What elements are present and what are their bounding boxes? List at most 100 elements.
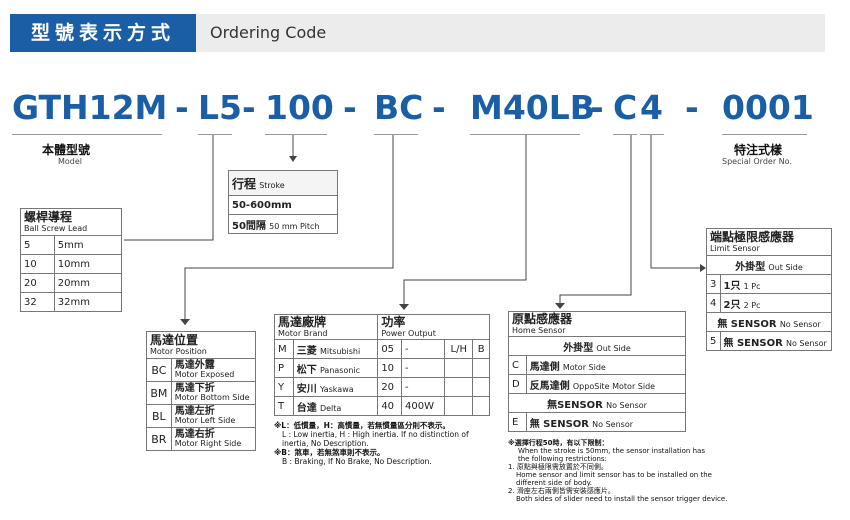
home-desc-en: No Sensor	[592, 419, 634, 429]
limit-code: 4	[706, 293, 721, 313]
motor-brand: 台達 Delta	[292, 396, 379, 416]
motor-note-line: ※L：低慣量，H：高慣量，若無慣量區分則不表示。	[274, 421, 450, 430]
lead-underline	[198, 134, 232, 135]
model-label-cn: 本體型號	[42, 143, 91, 157]
limit-none-en: No Sensor	[779, 319, 821, 329]
position-title-en: Motor Position	[150, 346, 207, 356]
home-note-line: the following restrictions:	[518, 455, 607, 463]
home-desc: 無 SENSOR No Sensor	[525, 412, 687, 432]
home-code: D	[508, 374, 527, 394]
motor-brake	[472, 377, 490, 397]
position-desc-cn: 馬達右折	[174, 429, 215, 440]
special-label-en: Special Order No.	[722, 157, 792, 166]
limit-desc-en: 2 Pc	[743, 300, 761, 310]
motor-brand-en-cell: Yaskawa	[319, 384, 354, 394]
stroke-table-title: 行程 Stroke	[228, 170, 338, 196]
motor-code: M	[274, 339, 294, 359]
code-stroke: 100	[265, 88, 334, 127]
code-lead: L5	[198, 88, 242, 127]
motor-unit: -	[400, 339, 446, 359]
motor-unit: -	[400, 358, 446, 378]
motor-code: P	[274, 358, 294, 378]
home-note-line: Both sides of slider need to install the…	[516, 495, 728, 503]
limit-sub-cn: 外掛型	[735, 261, 766, 273]
motor-note-line: B : Braking, If No Brake, No Description…	[282, 457, 432, 466]
position-table-title: 馬達位置 Motor Position	[146, 331, 256, 359]
limit-desc-cn: 1只	[723, 280, 741, 292]
motor-brand: 安川 Yaskawa	[292, 377, 379, 397]
limit-desc-cn: 無 SENSOR	[723, 337, 783, 349]
home-note-line: different side of body.	[516, 479, 593, 487]
special-label-cn: 特注式樣	[734, 143, 783, 157]
motor-unit: -	[400, 377, 446, 397]
position-desc-en: Motor Exposed	[174, 370, 235, 379]
motor-underline	[470, 134, 580, 135]
motor-note-line: L : Low inertia, H : High inertia. If no…	[282, 430, 469, 439]
lead-title-cn: 螺桿導程	[24, 209, 73, 224]
home-none-en: No Sensor	[606, 400, 647, 410]
home-code: C	[508, 355, 527, 375]
home-title-cn: 原點感應器	[512, 311, 573, 326]
code-dash-4: -	[432, 88, 446, 127]
position-underline	[374, 134, 418, 135]
motor-code: T	[274, 396, 294, 416]
motor-brand: 松下 Panasonic	[292, 358, 379, 378]
motor-brand-cn: 馬達廠牌	[278, 314, 327, 329]
motor-note-line: ※B：煞車，若無煞車則不表示。	[274, 448, 385, 457]
code-motor: M40LB	[470, 88, 595, 127]
motor-inertia	[444, 396, 474, 416]
code-special: 0001	[722, 88, 814, 127]
home-code: E	[508, 412, 527, 432]
home-desc: 反馬達側 OppoSite Motor Side	[525, 374, 687, 394]
position-desc-en: Motor Right Side	[174, 439, 242, 448]
motor-power: 40	[377, 396, 402, 416]
motor-brand-cn-cell: 三菱	[296, 345, 317, 357]
motor-brand-en-cell: Delta	[319, 403, 342, 413]
motor-brand-cn-cell: 松下	[296, 364, 317, 376]
limit-table-title: 端點極限感應器 Limit Sensor	[706, 228, 832, 256]
position-title-cn: 馬達位置	[150, 332, 199, 347]
home-note-line: When the stroke is 50mm, the sensor inst…	[518, 447, 705, 455]
motor-inertia	[444, 358, 474, 378]
stroke-pitch-cn: 50間隔	[232, 220, 266, 232]
header-title-en: Ordering Code	[210, 23, 327, 42]
home-desc-cn: 反馬達側	[529, 380, 570, 392]
home-note-line: Home sensor and limit sensor has to be i…	[516, 471, 712, 479]
limit-code: 3	[706, 274, 721, 294]
motor-brand-cn-cell: 台達	[296, 402, 317, 414]
home-desc-en: Motor Side	[562, 362, 606, 372]
home-desc-en: OppoSite Motor Side	[572, 381, 656, 391]
code-model: GTH12M	[12, 88, 168, 127]
lead-value: 32mm	[53, 292, 123, 312]
lead-code: 10	[20, 254, 55, 274]
motor-power: 05	[377, 339, 402, 359]
motor-brake	[472, 396, 490, 416]
code-home: C	[613, 88, 638, 127]
home-underline	[613, 134, 637, 135]
motor-brand-en: Motor Brand	[278, 328, 328, 338]
home-note-line: 1. 原點與極限需放置於不同側。	[508, 463, 608, 471]
home-table-title: 原點感應器 Home Sensor	[508, 311, 686, 337]
motor-brand-header: 馬達廠牌 Motor Brand	[273, 314, 379, 340]
